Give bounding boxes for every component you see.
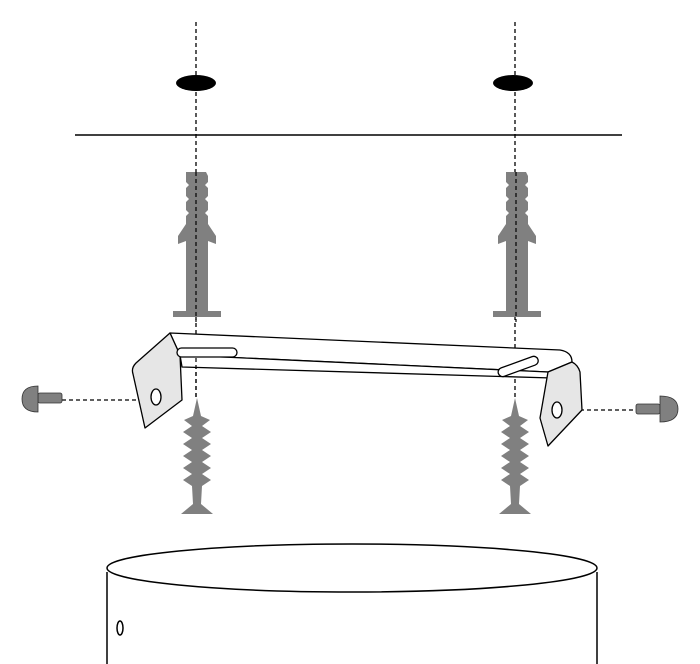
- cylinder-body: [106, 543, 598, 664]
- left-wood-screw: [181, 398, 213, 514]
- cylinder-screw-hole: [116, 620, 124, 636]
- right-flange-hole: [551, 401, 563, 419]
- right-wall-anchor: [493, 172, 541, 317]
- right-side-screw: [635, 395, 679, 423]
- right-bracket-slot: [497, 355, 539, 378]
- right-wood-screw: [499, 398, 531, 514]
- left-side-screw: [21, 385, 63, 413]
- left-flange-hole: [150, 388, 162, 406]
- left-bracket-slot: [176, 347, 238, 358]
- left-drill-hole: [176, 75, 216, 91]
- right-drill-hole: [493, 75, 533, 91]
- left-wall-anchor: [173, 172, 221, 317]
- mounting-bracket: [131, 332, 583, 447]
